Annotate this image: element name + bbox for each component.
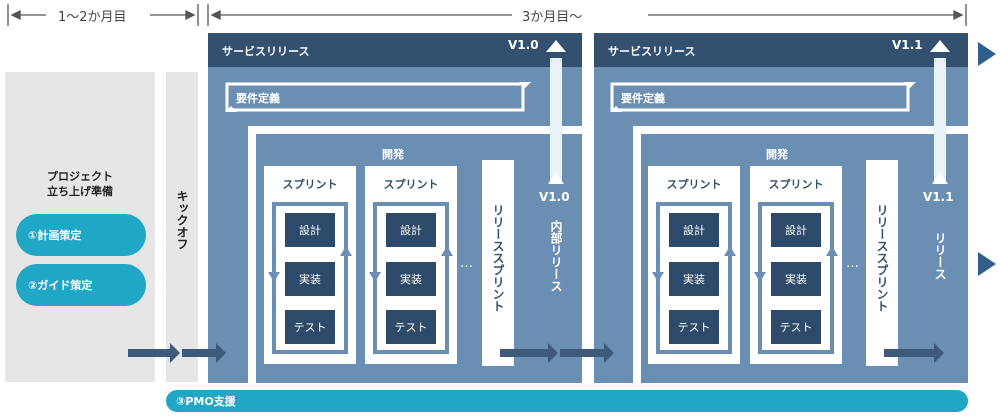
requirements-loop-1 (225, 82, 531, 112)
version-label-1: V1.0 (508, 38, 539, 52)
ellipsis-1: … (460, 256, 473, 271)
up-arrow-icon-1 (548, 172, 564, 184)
sprint-title-1-1: スプリント (282, 178, 338, 191)
task-implement-2-1: 実装 (669, 262, 719, 296)
development-label-1: 開発 (382, 148, 404, 161)
version-up-arrow-2 (930, 40, 950, 180)
task-design-1-2: 設計 (386, 213, 436, 247)
release-label: リリース (933, 232, 947, 280)
up-arrow-icon-2 (932, 172, 948, 184)
task-design-1-1: 設計 (285, 213, 335, 247)
phase1-label: 1～2か月目 (58, 10, 127, 25)
requirements-label-1: 要件定義 (236, 92, 280, 105)
kickoff-label: キックオフ (175, 190, 189, 250)
sprint-loop-2-1 (652, 202, 736, 354)
flow-arrows (128, 343, 944, 363)
development-label-2: 開発 (766, 148, 788, 161)
task-implement-1-2: 実装 (386, 262, 436, 296)
release-version-label: V1.1 (923, 190, 954, 204)
continue-arrow-top-icon (978, 42, 996, 66)
project-prep-title-line2: 立ち上げ準備 (47, 185, 113, 198)
pmo-support-bar: ③PMO支援 (166, 390, 968, 412)
task-test-1-1: テスト (285, 310, 335, 344)
requirements-loop-2 (610, 82, 916, 112)
requirements-label-2: 要件定義 (621, 92, 665, 105)
service-release-bar-2 (594, 33, 968, 67)
task-implement-1-1: 実装 (285, 262, 335, 296)
service-release-bar-1 (208, 33, 582, 67)
sprint-loop-1-2 (369, 202, 453, 354)
release-sprint-label-1: リリーススプリント (491, 204, 505, 312)
ellipsis-2: … (846, 256, 859, 271)
task-test-2-1: テスト (669, 310, 719, 344)
plan-step-pill: ①計画策定 (16, 214, 146, 256)
task-implement-2-2: 実装 (771, 262, 821, 296)
internal-version-label: V1.0 (539, 190, 570, 204)
sprint-title-2-1: スプリント (666, 178, 722, 191)
sprint-title-1-2: スプリント (383, 178, 439, 191)
service-release-label-1: サービスリリース (222, 45, 310, 58)
task-design-2-1: 設計 (669, 213, 719, 247)
task-design-2-2: 設計 (771, 213, 821, 247)
timeline-arrows (7, 4, 967, 26)
task-test-2-2: テスト (771, 310, 821, 344)
sprint-loop-2-2 (754, 202, 838, 354)
guide-step-pill: ②ガイド策定 (16, 264, 146, 306)
release-sprint-card-2 (866, 160, 898, 366)
internal-release-label: 内部リリース (549, 220, 563, 292)
release-sprint-label-2: リリーススプリント (875, 204, 889, 312)
kickoff-panel (166, 72, 198, 382)
sprint-title-2-2: スプリント (768, 178, 824, 191)
service-release-label-2: サービスリリース (608, 45, 696, 58)
version-label-2: V1.1 (892, 38, 923, 52)
release-sprint-card-1 (482, 160, 514, 366)
project-prep-title-line1: プロジェクト (47, 170, 113, 183)
continue-arrow-middle-icon (978, 252, 996, 276)
sprint-loop-1-1 (268, 202, 352, 354)
version-up-arrow-1 (546, 40, 566, 180)
task-test-1-2: テスト (386, 310, 436, 344)
phase2-label: 3か月目～ (522, 10, 583, 25)
